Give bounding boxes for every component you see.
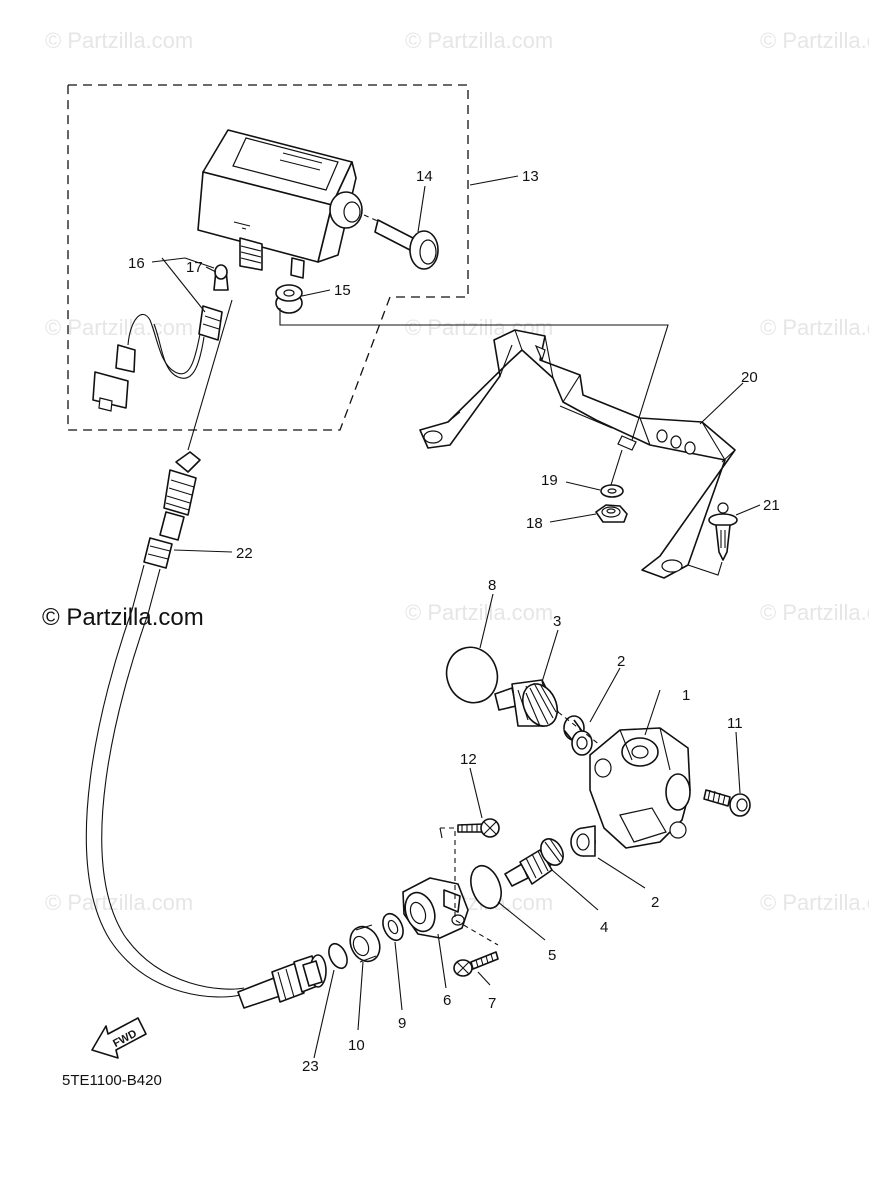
bulb-socket-16 <box>92 264 229 412</box>
leader-bracket-19 <box>609 449 623 489</box>
gear-3 <box>494 679 559 727</box>
gear-4 <box>504 838 564 887</box>
watermark: © Partzilla.com <box>760 600 869 625</box>
bolt-11 <box>703 789 751 817</box>
callout-21: 21 <box>763 497 780 514</box>
washer-19 <box>600 484 624 498</box>
callout-13: 13 <box>522 168 539 185</box>
knob-14 <box>363 214 439 270</box>
leader-6-7-top <box>439 827 443 839</box>
watermark: © Partzilla.com <box>45 315 193 340</box>
nut-18 <box>595 504 628 523</box>
bushing-2-lower <box>570 825 596 857</box>
o-ring-8 <box>445 646 499 704</box>
leader-21 <box>687 561 723 576</box>
watermark: © Partzilla.com <box>405 28 553 53</box>
callout-11: 11 <box>727 715 743 732</box>
watermark-group: © Partzilla.com © Partzilla.com © Partzi… <box>45 28 869 915</box>
leader-15-bracket <box>279 308 669 441</box>
callout-6: 6 <box>443 992 451 1009</box>
callout-15: 15 <box>334 282 351 299</box>
callout-17: 17 <box>186 259 203 276</box>
clip-21 <box>708 502 738 561</box>
oil-seal-10 <box>349 924 381 963</box>
housing-6 <box>402 877 469 939</box>
leader-17 <box>205 266 217 273</box>
leader-16 <box>151 257 215 313</box>
callout-12: 12 <box>460 751 477 768</box>
callout-2: 2 <box>651 894 659 911</box>
diagram-code: 5TE1100-B420 <box>62 1072 162 1089</box>
callout-10: 10 <box>348 1037 365 1054</box>
callout-14: 14 <box>416 168 433 185</box>
cable-22 <box>85 299 327 1009</box>
o-ring-5 <box>470 864 502 910</box>
callout-4: 4 <box>600 919 608 936</box>
watermark: © Partzilla.com <box>405 600 553 625</box>
callout-22: 22 <box>236 545 253 562</box>
callout-1: 1 <box>682 687 690 704</box>
callout-8: 8 <box>488 577 496 594</box>
callouts: 1 2 2 3 4 5 6 7 8 9 10 11 12 13 14 15 16… <box>128 168 780 1075</box>
bracket-20 <box>419 329 736 579</box>
bushing-2-upper <box>563 715 593 756</box>
callout-9: 9 <box>398 1015 406 1032</box>
housing-1 <box>589 727 691 849</box>
o-ring-23 <box>328 942 348 970</box>
meter-unit <box>197 129 363 279</box>
washer-9 <box>382 912 404 942</box>
callout-7: 7 <box>488 995 496 1012</box>
callout-20: 20 <box>741 369 758 386</box>
watermark: © Partzilla.com <box>45 28 193 53</box>
watermark: © Partzilla.com <box>760 315 869 340</box>
callout-18: 18 <box>526 515 543 532</box>
watermark: © Partzilla.com <box>45 890 193 915</box>
fwd-arrow-icon: FWD <box>91 1017 147 1059</box>
callout-19: 19 <box>541 472 558 489</box>
assembly-13-box <box>67 84 469 431</box>
screw-12 <box>457 818 500 838</box>
watermark: © Partzilla.com <box>760 28 869 53</box>
watermark: © Partzilla.com <box>760 890 869 915</box>
callout-23: 23 <box>302 1058 319 1075</box>
callout-16: 16 <box>128 255 145 272</box>
callout-5: 5 <box>548 947 556 964</box>
callout-3: 3 <box>553 613 561 630</box>
callout-2: 2 <box>617 653 625 670</box>
leader-lines <box>173 175 761 1059</box>
screw-7 <box>453 951 499 977</box>
grommet-15 <box>275 284 303 314</box>
main-watermark: © Partzilla.com <box>42 604 204 631</box>
